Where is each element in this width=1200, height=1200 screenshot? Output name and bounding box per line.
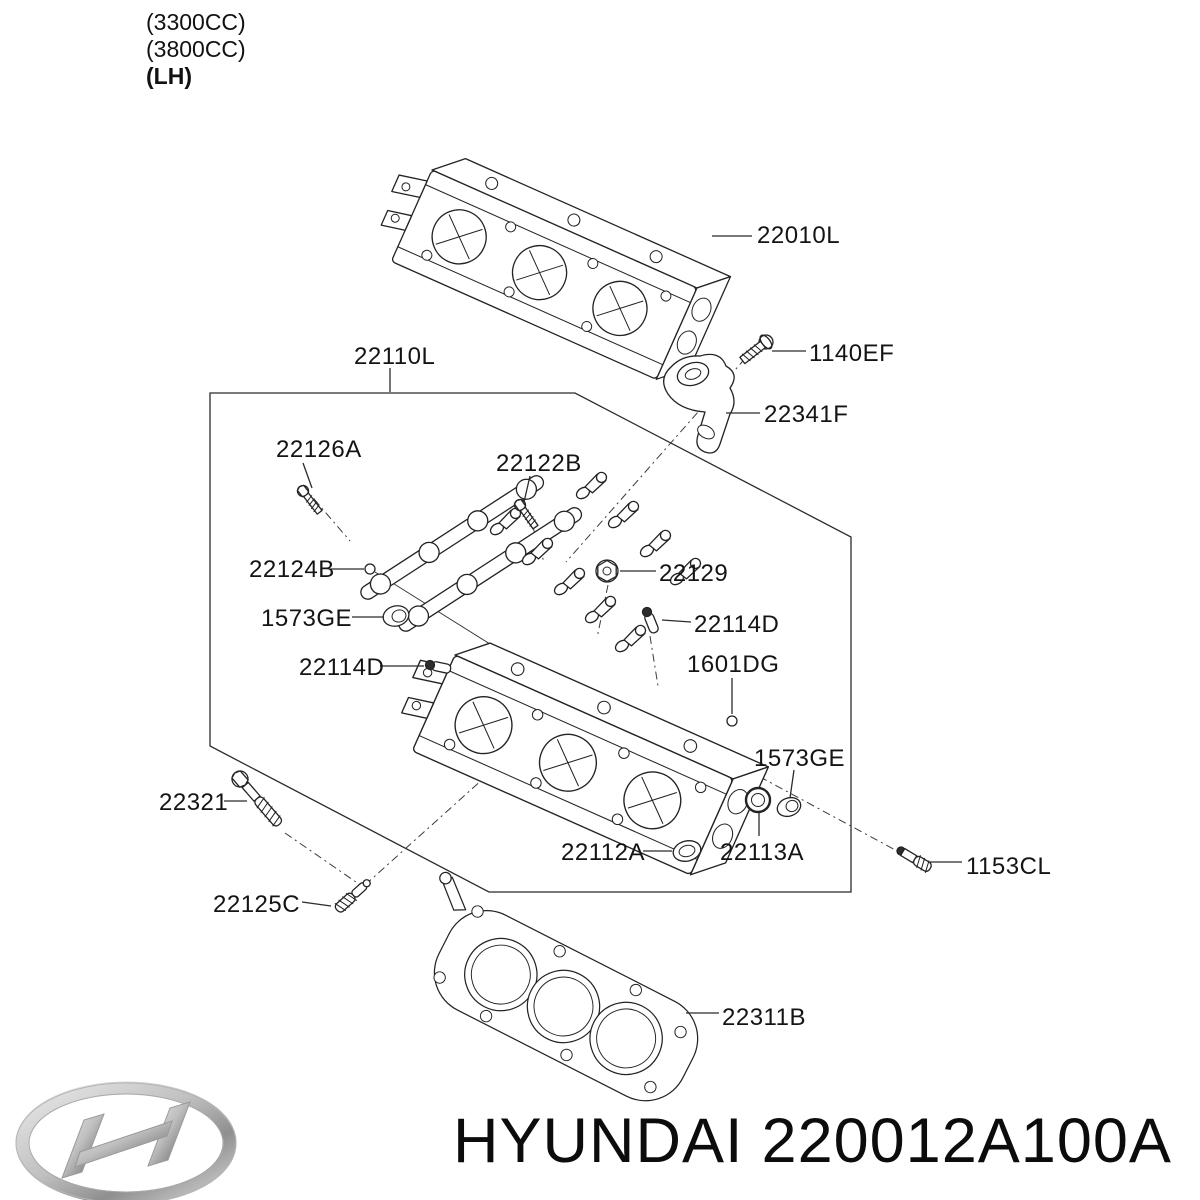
callout-22311b: 22311B bbox=[722, 1004, 806, 1031]
bracket-22341f-drawing bbox=[663, 353, 735, 454]
callout-1153cl: 1153CL bbox=[966, 853, 1051, 880]
footer-part-title: HYUNDAI 220012A100A bbox=[453, 1106, 1172, 1176]
callout-22341f: 22341F bbox=[764, 401, 848, 428]
callout-22110l: 22110L bbox=[354, 343, 435, 370]
callout-22126a: 22126A bbox=[276, 436, 362, 463]
cap-1573ge-right-drawing bbox=[776, 796, 802, 818]
callout-22114d-left: 22114D bbox=[299, 654, 384, 681]
footer-part-number: 220012A100A bbox=[762, 1106, 1172, 1176]
callout-22113a: 22113A bbox=[720, 839, 804, 866]
stud-22321-drawing bbox=[231, 770, 283, 827]
variant-label-lh: (LH) bbox=[146, 63, 192, 89]
bolt-1140ef-drawing bbox=[739, 334, 774, 365]
plug-1153cl-drawing bbox=[896, 846, 932, 874]
bolt-22126a-drawing bbox=[294, 482, 325, 517]
assembly-boundary-box bbox=[209, 392, 852, 893]
retainer-22124b-drawing bbox=[364, 563, 376, 575]
callout-1573ge-left: 1573GE bbox=[261, 605, 352, 632]
pin-22114d-right-drawing bbox=[641, 606, 659, 634]
callout-22114d-right: 22114D bbox=[694, 611, 779, 638]
callout-22129: 22129 bbox=[659, 560, 728, 587]
nut-22129-drawing bbox=[595, 559, 619, 583]
variant-label-3800cc: (3800CC) bbox=[146, 36, 246, 62]
leader-lines bbox=[224, 235, 962, 1014]
cap-1573ge-left-drawing bbox=[382, 605, 410, 627]
variant-label-3300cc: (3300CC) bbox=[146, 9, 246, 35]
callout-22010l: 22010L bbox=[757, 222, 840, 249]
callout-22124b: 22124B bbox=[249, 556, 335, 583]
callout-22321: 22321 bbox=[159, 789, 228, 816]
callout-22122b: 22122B bbox=[496, 450, 582, 477]
footer-brand: HYUNDAI bbox=[453, 1106, 744, 1176]
seal-22112a-drawing bbox=[672, 840, 702, 862]
callout-22125c: 22125C bbox=[213, 891, 300, 918]
ball-1601dg-drawing bbox=[726, 715, 738, 727]
callout-22112a: 22112A bbox=[561, 839, 645, 866]
pin-22114d-left-drawing bbox=[424, 659, 452, 674]
callout-1573ge-right: 1573GE bbox=[754, 745, 845, 772]
stud-22125c-drawing bbox=[334, 879, 371, 913]
callout-1140ef: 1140EF bbox=[809, 340, 894, 367]
head-gasket-22311b-drawing bbox=[433, 871, 699, 1102]
hyundai-logo-icon bbox=[15, 1081, 237, 1200]
seal-22113a-drawing bbox=[744, 786, 772, 814]
callout-1601dg: 1601DG bbox=[687, 651, 779, 678]
